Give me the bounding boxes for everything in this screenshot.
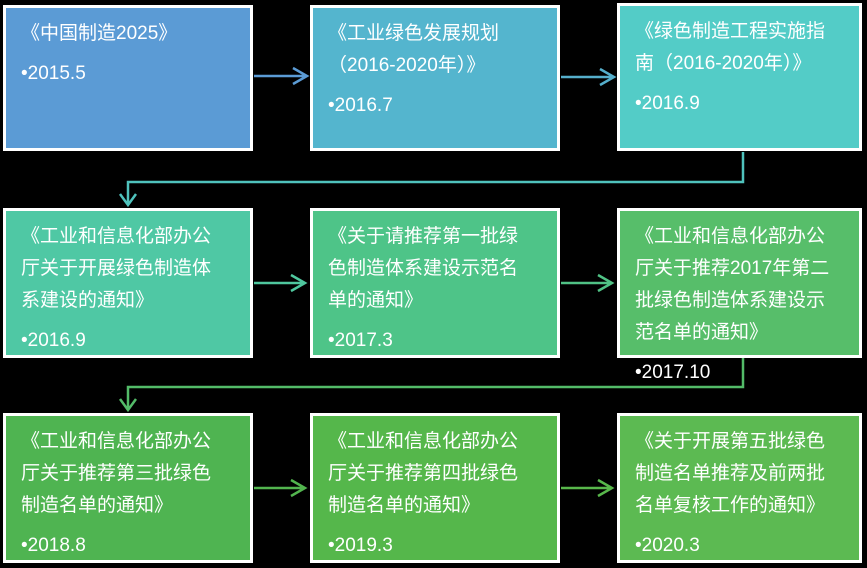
box-date: •2018.8: [21, 535, 86, 556]
arrow-right-icon: [254, 66, 310, 86]
box-date: •2015.5: [21, 63, 86, 84]
box-title: 《绿色制造工程实施指 南（2016-2020年）》: [635, 21, 826, 74]
flow-box-third-batch-list-notice: 《工业和信息化部办公 厅关于推荐第三批绿色 制造名单的通知》 •2018.8: [3, 413, 253, 563]
flow-box-china-manufacturing-2025: 《中国制造2025》 •2015.5: [3, 5, 253, 151]
box-date: •2017.3: [328, 330, 393, 351]
arrow-right-icon: [254, 273, 308, 293]
box-date: •2017.10: [635, 362, 711, 383]
box-title: 《工业和信息化部办公 厅关于推荐第三批绿色 制造名单的通知》: [21, 431, 212, 516]
box-title: 《工业绿色发展规划 （2016-2020年）》: [328, 23, 500, 76]
elbow-arrow-down-icon: [118, 152, 745, 208]
arrow-right-icon: [561, 273, 615, 293]
arrow-right-icon: [561, 67, 617, 87]
box-title: 《工业和信息化部办公 厅关于开展绿色制造体 系建设的通知》: [21, 226, 212, 311]
box-title: 《工业和信息化部办公 厅关于推荐第四批绿色 制造名单的通知》: [328, 431, 519, 516]
box-date: •2016.9: [635, 93, 700, 114]
box-title: 《关于开展第五批绿色 制造名单推荐及前两批 名单复核工作的通知》: [635, 431, 826, 516]
box-title: 《工业和信息化部办公 厅关于推荐2017年第二 批绿色制造体系建设示 范名单的通…: [635, 226, 830, 343]
arrow-right-icon: [254, 478, 308, 498]
box-date: •2016.7: [328, 95, 393, 116]
box-title: 《关于请推荐第一批绿 色制造体系建设示范名 单的通知》: [328, 226, 519, 311]
flow-box-green-manufacturing-implementation-guide: 《绿色制造工程实施指 南（2016-2020年）》 •2016.9: [617, 3, 862, 151]
flow-box-fifth-batch-review-notice: 《关于开展第五批绿色 制造名单推荐及前两批 名单复核工作的通知》 •2020.3: [617, 413, 862, 563]
box-date: •2020.3: [635, 535, 700, 556]
flow-box-first-batch-demonstration-list-notice: 《关于请推荐第一批绿 色制造体系建设示范名 单的通知》 •2017.3: [310, 208, 560, 358]
flow-box-fourth-batch-list-notice: 《工业和信息化部办公 厅关于推荐第四批绿色 制造名单的通知》 •2019.3: [310, 413, 560, 563]
arrow-right-icon: [561, 478, 615, 498]
flow-box-green-system-construction-notice: 《工业和信息化部办公 厅关于开展绿色制造体 系建设的通知》 •2016.9: [3, 208, 253, 358]
flow-box-industrial-green-development-plan: 《工业绿色发展规划 （2016-2020年）》 •2016.7: [310, 5, 560, 151]
flow-box-second-batch-demonstration-list-notice: 《工业和信息化部办公 厅关于推荐2017年第二 批绿色制造体系建设示 范名单的通…: [617, 208, 862, 383]
box-date: •2016.9: [21, 330, 86, 351]
box-title: 《中国制造2025》: [21, 23, 178, 44]
box-date: •2019.3: [328, 535, 393, 556]
